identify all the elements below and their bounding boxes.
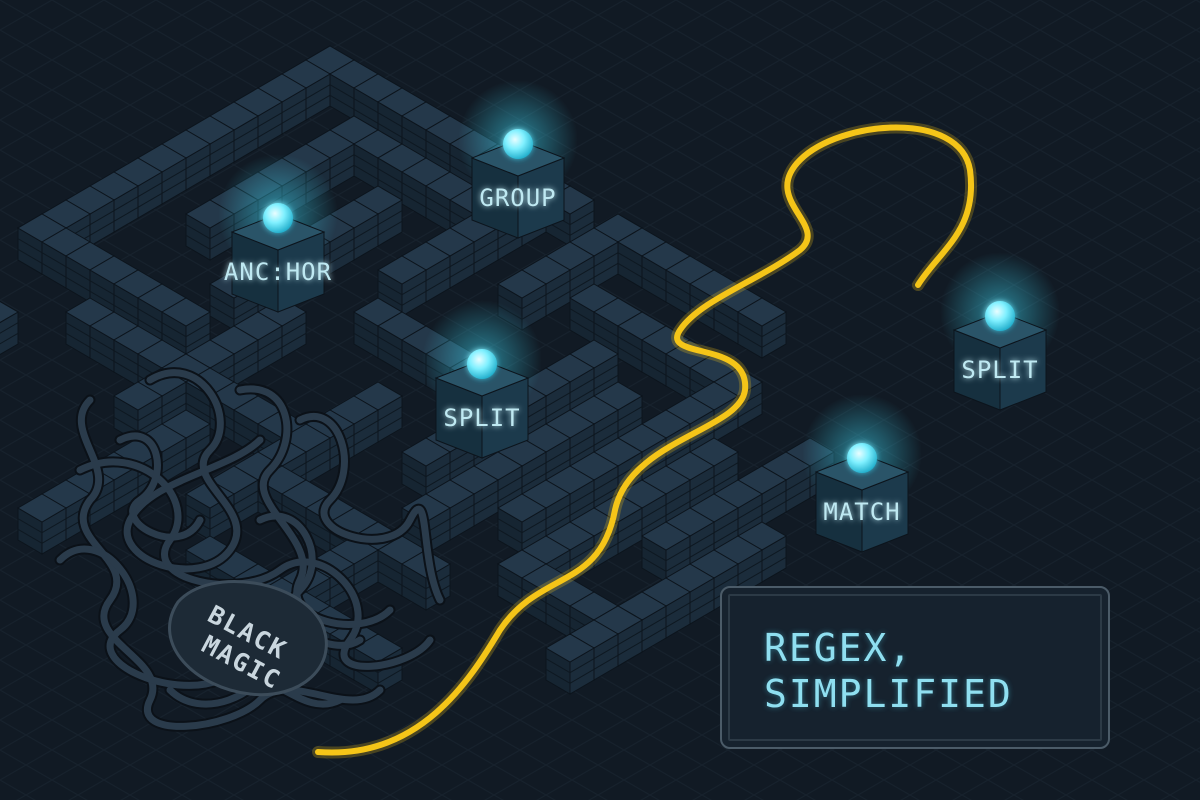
maze-wall-block — [401, 437, 451, 499]
node-label-anchor: ANC:HOR — [224, 258, 332, 286]
node-group: GROUP — [458, 80, 578, 239]
node-anchor: ANC:HOR — [218, 154, 338, 313]
node-split-left: SPLIT — [422, 300, 542, 459]
maze-wall-block — [641, 521, 691, 583]
maze-wall-block — [17, 493, 67, 555]
maze-wall-block — [737, 297, 787, 359]
maze-wall-block — [0, 300, 19, 356]
node-orb — [503, 129, 533, 159]
node-orb — [985, 301, 1015, 331]
node-split-right: SPLIT — [940, 252, 1060, 411]
node-match: MATCH — [802, 394, 922, 553]
regex-nodes: ANC:HOR GROUP SPLIT SPLIT MATCH — [218, 80, 1060, 553]
title-line-2: SIMPLIFIED — [764, 672, 1013, 716]
node-label-split-left: SPLIT — [443, 404, 520, 432]
node-label-split-right: SPLIT — [961, 356, 1038, 384]
maze-wall-block — [185, 199, 235, 261]
title-panel: REGEX, SIMPLIFIED — [720, 586, 1110, 749]
node-orb — [847, 443, 877, 473]
node-label-group: GROUP — [479, 184, 556, 212]
node-orb — [263, 203, 293, 233]
node-label-match: MATCH — [823, 498, 900, 526]
solution-path — [312, 121, 978, 759]
maze-wall-block — [545, 633, 595, 695]
node-orb — [467, 349, 497, 379]
maze-wall-block — [353, 633, 403, 695]
black-magic-tag: BLACK MAGIC — [168, 580, 328, 697]
title-line-1: REGEX, — [764, 626, 914, 670]
